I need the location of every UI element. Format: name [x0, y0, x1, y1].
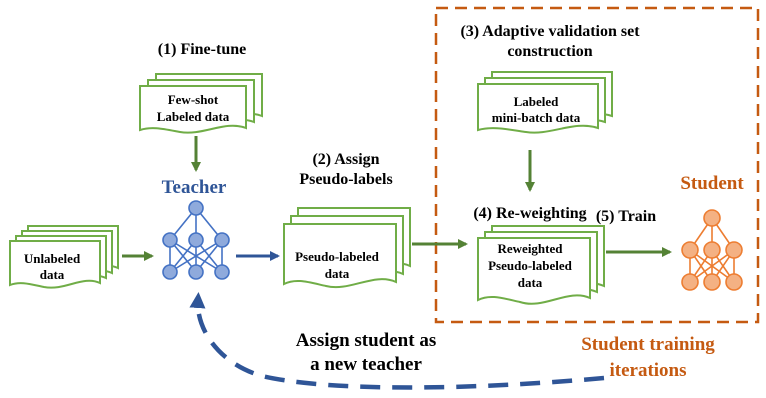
reweighted-doc-line1: Reweighted: [498, 241, 564, 256]
step-assign-label-line1: (2) Assign: [312, 151, 379, 168]
loop-label-line1: Assign student as: [296, 330, 436, 351]
pseudo-labeled-doc-line2: data: [325, 266, 350, 281]
step-assign-label-line2: Pseudo-labels: [299, 171, 392, 188]
teacher-nodes: [162, 200, 230, 280]
mini-batch-doc-line2: mini-batch data: [492, 110, 581, 125]
pseudo-labeled-doc-line1: Pseudo-labeled: [295, 249, 380, 264]
reweighted-doc-line2: Pseudo-labeled: [488, 258, 573, 273]
mini-batch-document-stack: [477, 71, 613, 134]
mini-batch-doc-line1: Labeled: [514, 94, 560, 109]
iterations-label-line2: iterations: [609, 360, 686, 381]
student-iterations-box: [434, 6, 760, 324]
step-adaptive-label-line2: construction: [507, 43, 592, 60]
pseudo-labeled-document-stack: [283, 207, 411, 289]
few-shot-doc-line2: Labeled data: [157, 109, 230, 124]
step-adaptive-label-line1: (3) Adaptive validation set: [460, 23, 640, 40]
unlabeled-document-stack: [9, 225, 119, 289]
step-train-label: (5) Train: [596, 208, 656, 225]
unlabeled-doc-line1: Unlabeled: [24, 251, 81, 266]
arrow-student-to-teacher-loop: [189, 292, 605, 390]
few-shot-doc-line1: Few-shot: [168, 92, 219, 107]
unlabeled-doc-line2: data: [40, 267, 65, 282]
few-shot-document-stack: [139, 73, 263, 134]
teacher-label: Teacher: [162, 177, 227, 198]
student-nodes: [681, 209, 743, 291]
iterations-label-line1: Student training: [581, 334, 715, 355]
step-fine-tune-label: (1) Fine-tune: [158, 41, 246, 58]
student-label: Student: [680, 173, 744, 194]
step-reweighting-label: (4) Re-weighting: [473, 205, 586, 222]
reweighted-doc-line3: data: [518, 275, 543, 290]
reweighted-document-stack: [477, 225, 605, 305]
loop-label-line2: a new teacher: [310, 354, 422, 375]
